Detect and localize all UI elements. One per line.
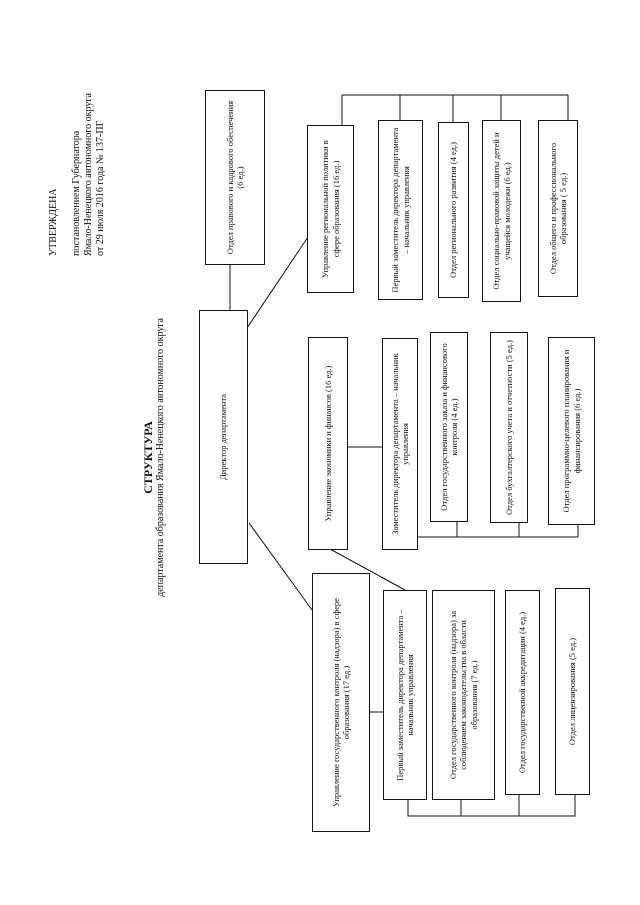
economics-unit-box: Отдел программно-целевого планирования и… (548, 337, 595, 525)
economics-control-deputy-connector (329, 548, 406, 591)
approval-block: УТВЕРЖДЕНА постановлением Губернатора Ям… (48, 46, 107, 256)
economics-unit-box: Заместитель директора департамента – нач… (382, 338, 418, 550)
control-unit-box: Отдел государственного контроля (надзора… (432, 590, 495, 800)
regional-unit-box: Первый заместитель директора департамент… (378, 120, 423, 300)
regional-unit-box: Отдел общего и профессионального образов… (538, 120, 578, 297)
director-box: Директор департамента (199, 310, 248, 564)
page-title: СТРУКТУРА (141, 421, 155, 494)
control-unit-box: Отдел государственной аккредитации (4 ед… (505, 590, 540, 795)
approval-line: постановлением Губернатора (71, 130, 82, 256)
approval-line: от 29 июля 2016 года № 137-ПГ (95, 120, 106, 256)
economics-head-box: Управление экономики и финансов (16 ед.) (308, 337, 348, 550)
page-subtitle: департамента образования Ямало-Ненецкого… (155, 318, 166, 597)
director-control-connector (248, 522, 313, 611)
control-head-box: Управление государственного контроля (на… (312, 573, 370, 832)
regional-unit-box: Отдел регионального развития (4 ед.) (438, 122, 469, 298)
control-bus (407, 795, 576, 817)
legal-dept-box: Отдел правового и кадрового обеспечения … (205, 90, 265, 265)
control-unit-box: Отдел лицензирования (5 ед.) (555, 588, 590, 795)
economics-unit-box: Отдел бухгалтерского учета и отчетности … (490, 332, 528, 523)
regional-unit-box: Отдел социально-правовой защиты детей и … (482, 120, 521, 302)
economics-unit-box: Отдел государственного заказа и финансов… (430, 332, 468, 522)
approval-line: Ямало-Ненецкого автономного округа (83, 93, 94, 256)
regional-bus (341, 94, 568, 125)
approval-stamp: УТВЕРЖДЕНА (48, 188, 59, 256)
document-title-block: СТРУКТУРА департамента образования Ямало… (141, 275, 167, 640)
control-unit-box: Первый заместитель директора департамент… (383, 590, 427, 800)
director-regional-connector (246, 236, 309, 329)
regional-head-box: Управление региональной политики в сфере… (307, 125, 354, 293)
